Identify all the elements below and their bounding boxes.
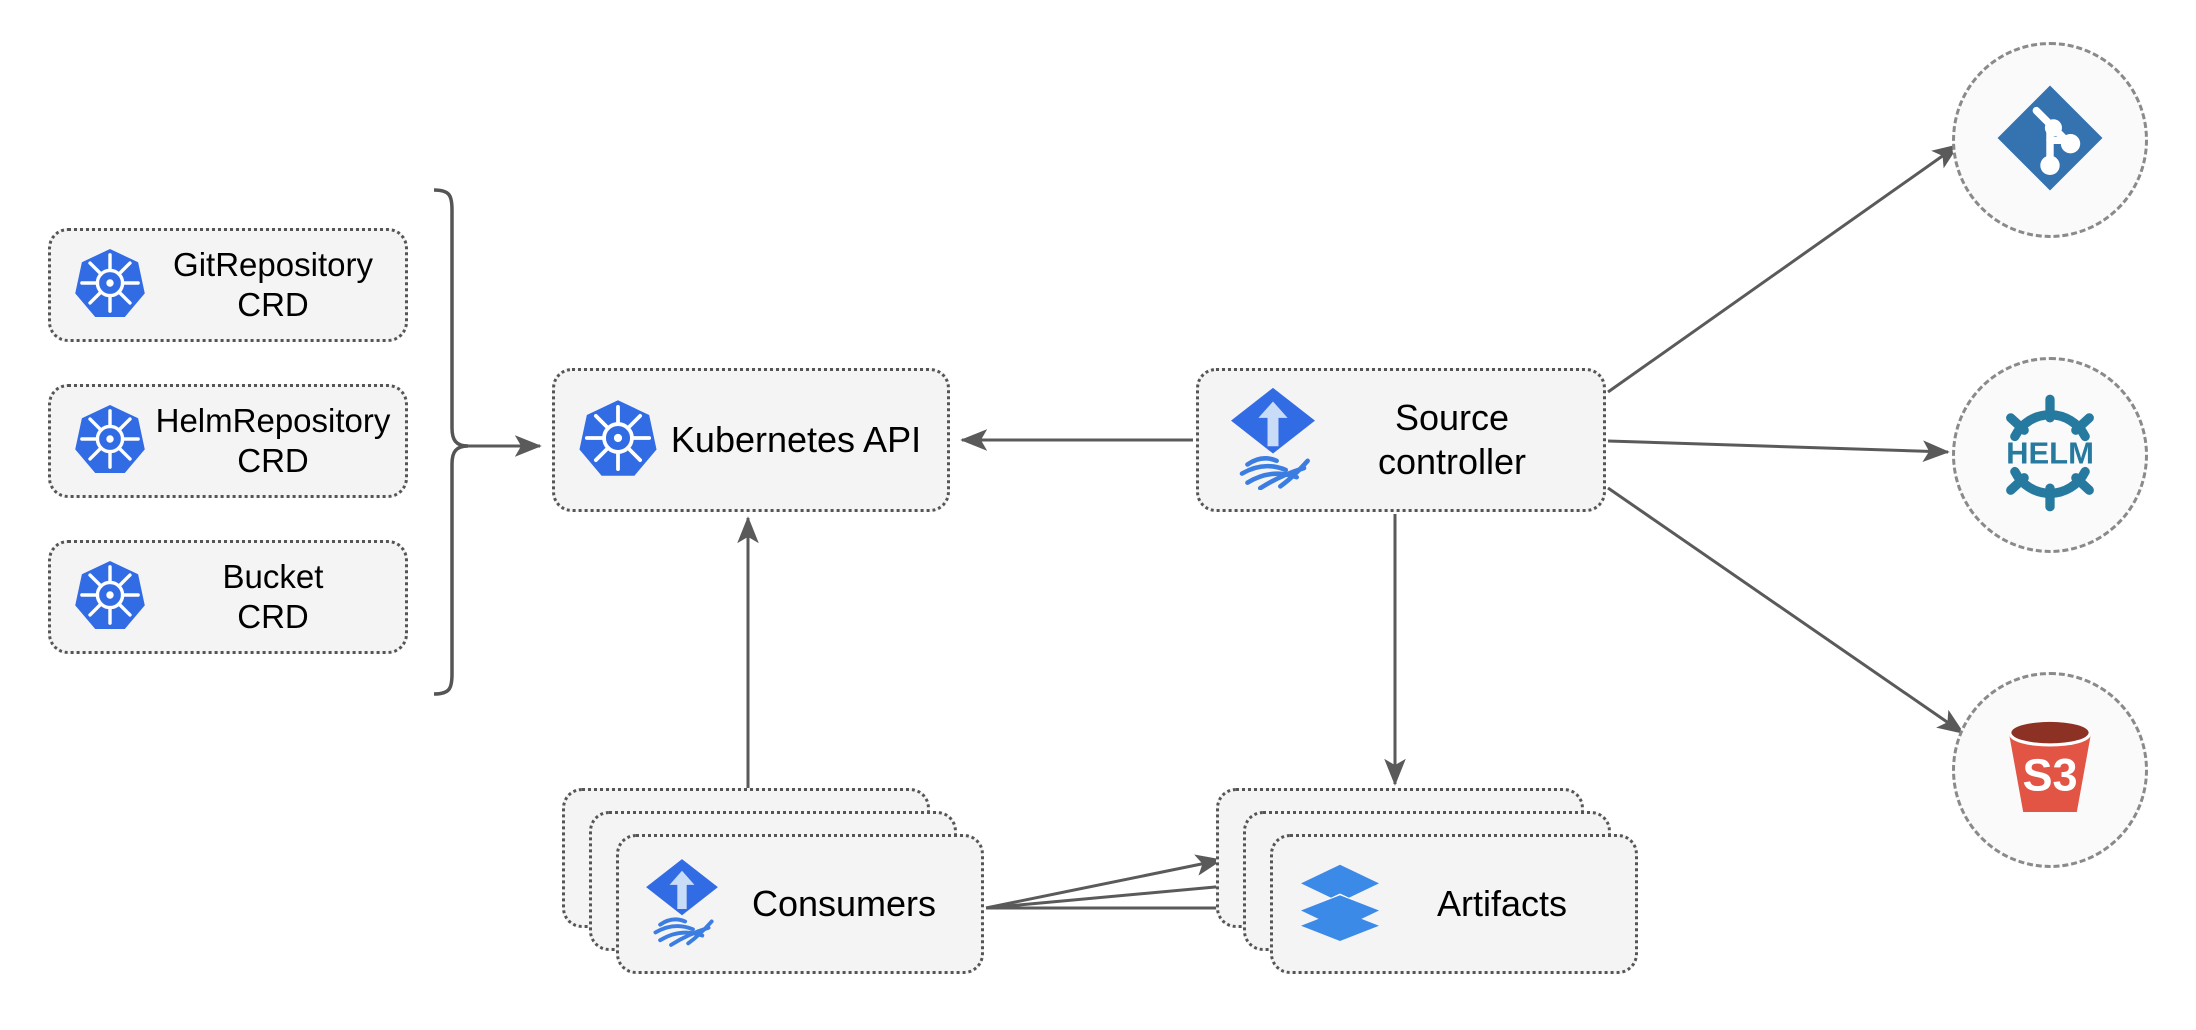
edge-consumers-to-artifacts-card-1 <box>985 854 1223 910</box>
s3-icon: S3 <box>1991 709 2109 832</box>
kubernetes-icon <box>73 402 147 481</box>
kubernetes-api-box[interactable]: Kubernetes API <box>552 368 950 512</box>
crd-label: GitRepository CRD <box>173 245 373 323</box>
kubernetes-icon <box>577 397 659 484</box>
crd-box-gitrepository[interactable]: GitRepository CRD <box>48 228 408 342</box>
kubernetes-icon <box>73 246 147 325</box>
source-controller-label: Source controller <box>1377 397 1527 482</box>
crd-label: HelmRepository CRD <box>155 401 391 479</box>
flux-icon <box>1227 386 1319 495</box>
artifacts-card-front[interactable]: Artifacts <box>1270 834 1638 974</box>
consumers-card-front[interactable]: Consumers <box>616 834 984 974</box>
source-circle-s3[interactable]: S3 <box>1952 672 2148 868</box>
edge-source-controller-to-helm <box>1607 439 1950 462</box>
source-circle-git[interactable] <box>1952 42 2148 238</box>
source-circle-helm[interactable]: HELM <box>1952 357 2148 553</box>
crd-label: Bucket CRD <box>222 557 324 635</box>
artifacts-label: Artifacts <box>1436 883 1568 924</box>
layers-icon <box>1297 863 1383 946</box>
flux-icon <box>643 857 721 952</box>
helm-icon: HELM <box>1988 391 2112 520</box>
edge-source-controller-to-git <box>1607 143 1960 394</box>
helm-wordmark: HELM <box>2006 435 2094 470</box>
consumers-label: Consumers <box>751 883 937 924</box>
s3-wordmark: S3 <box>2022 749 2077 800</box>
kubernetes-api-label: Kubernetes API <box>670 419 922 461</box>
crd-box-helmrepository[interactable]: HelmRepository CRD <box>48 384 408 498</box>
edge-consumers-to-artifacts-card-2 <box>985 875 1250 910</box>
git-icon <box>1993 81 2107 200</box>
edge-source-controller-to-s3 <box>1607 486 1965 735</box>
kubernetes-icon <box>73 558 147 637</box>
crd-box-bucket[interactable]: Bucket CRD <box>48 540 408 654</box>
source-controller-box[interactable]: Source controller <box>1196 368 1606 512</box>
crd-group-brace <box>433 188 469 696</box>
